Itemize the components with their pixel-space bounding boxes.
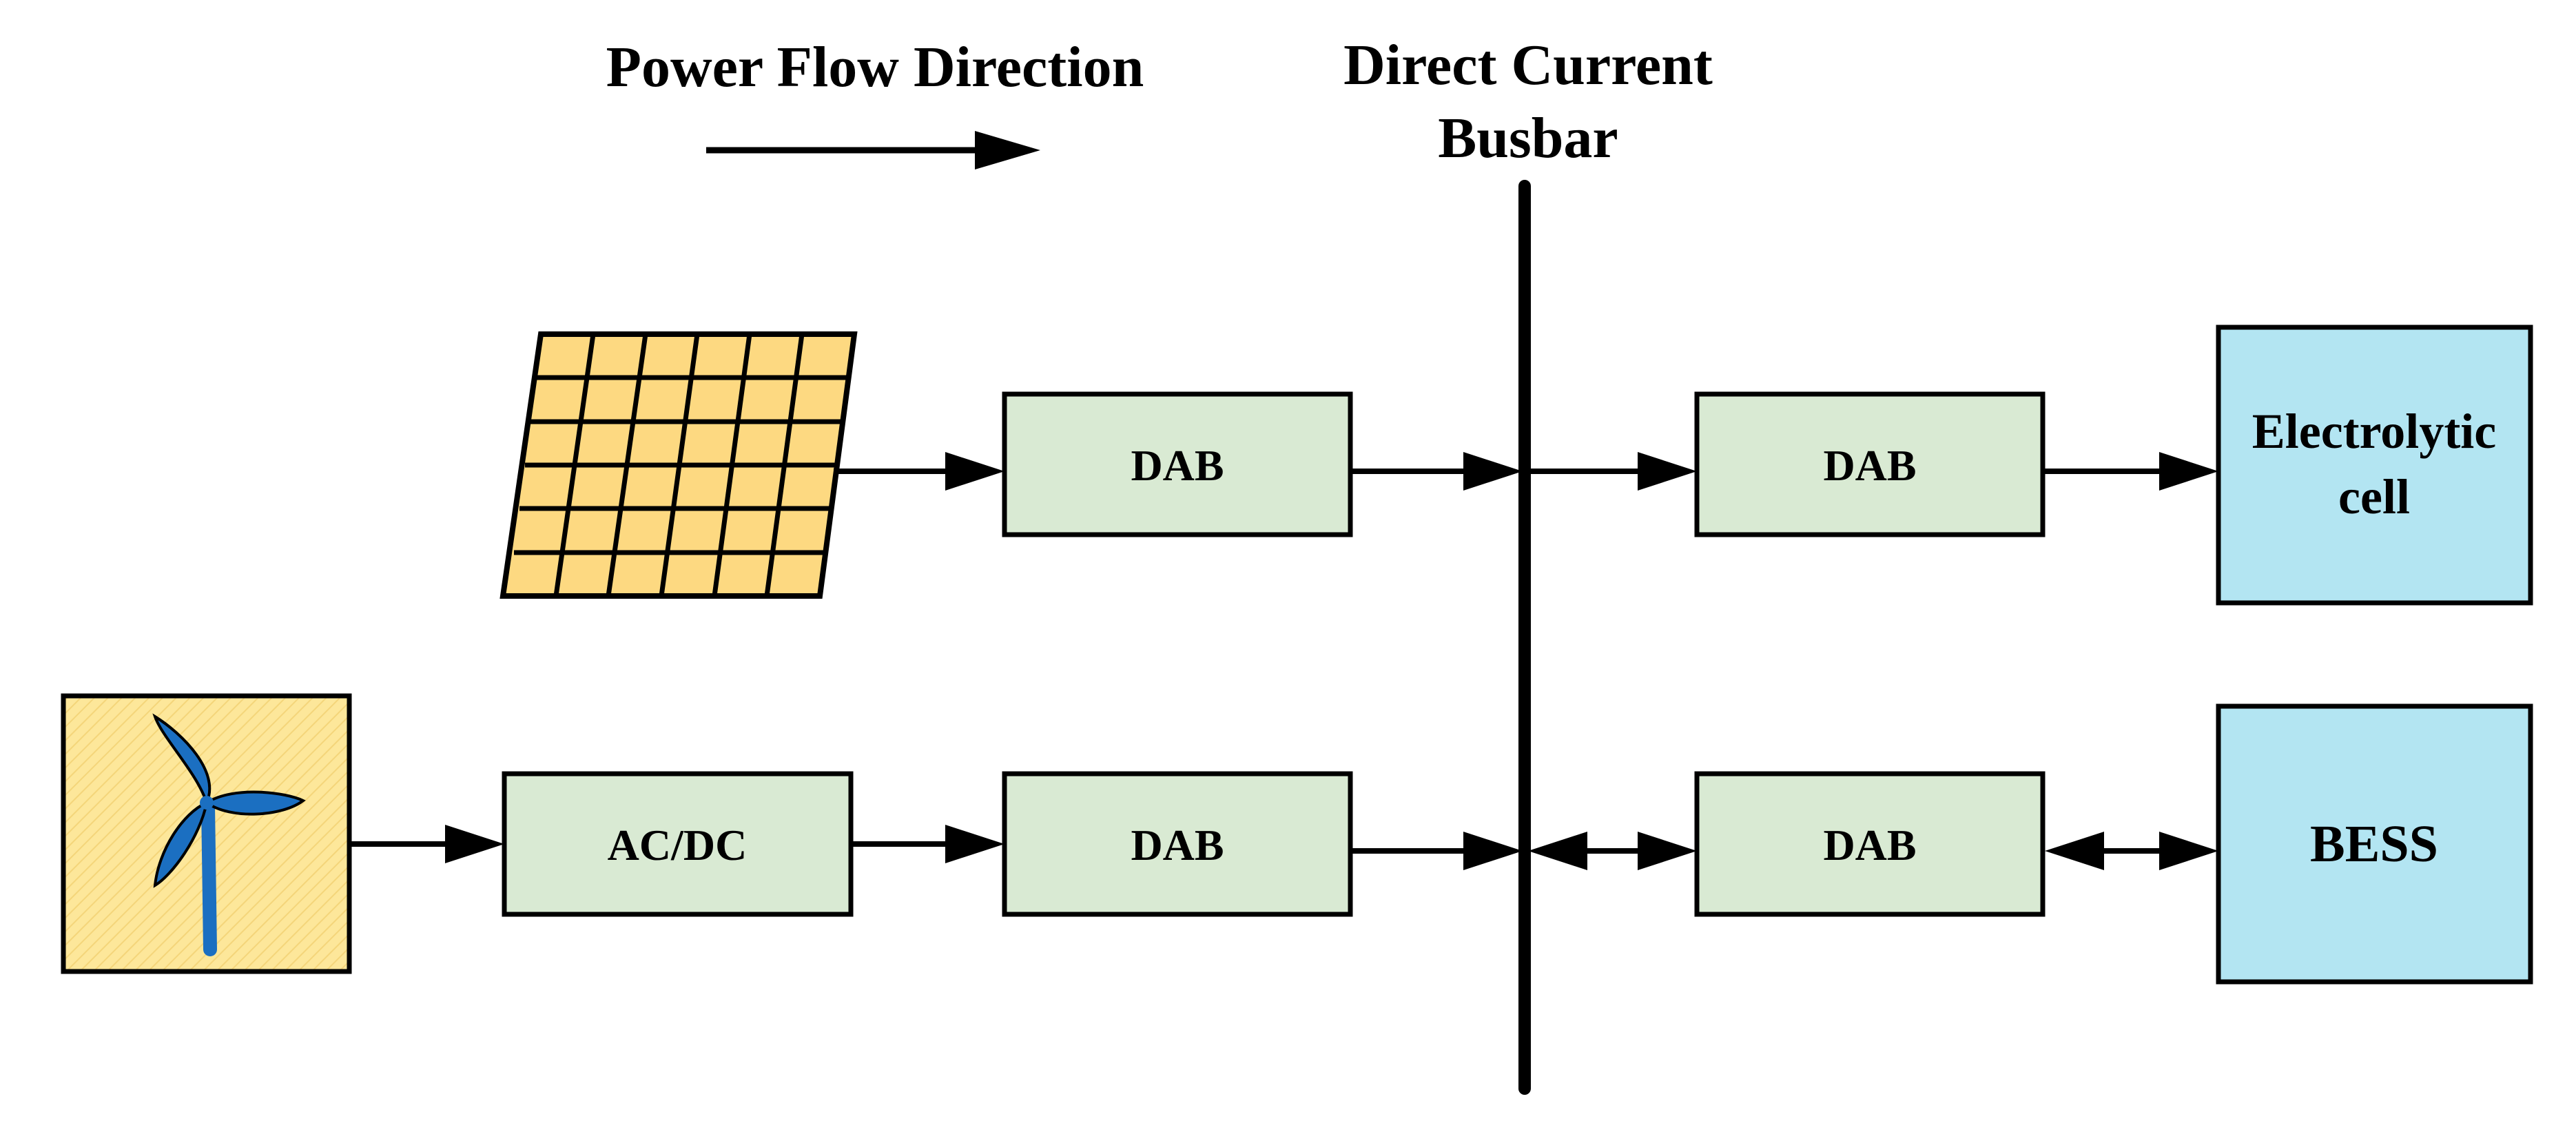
electrolytic-cell-box: [2216, 325, 2533, 606]
busbar-label-line1: Direct Current: [1343, 33, 1713, 97]
ac-dc-box: [502, 771, 854, 917]
electrolytic-cell-label-line2: cell: [2338, 469, 2410, 524]
power-flow-label: Power Flow Direction: [606, 35, 1144, 99]
bess-dab-label: DAB: [1823, 821, 1916, 870]
bidirectional-arrow-busbar-bess-dab: [1528, 832, 1697, 870]
electrolytic-cell-label-line1: Electrolytic: [2252, 404, 2497, 459]
pv-dab-label: DAB: [1131, 441, 1224, 490]
ac-dc-label: AC/DC: [608, 821, 748, 870]
wind-turbine-icon: [61, 693, 352, 974]
arrow-dab-to-electrolytic-cell: [2043, 452, 2218, 491]
ec-dab-label: DAB: [1823, 441, 1916, 490]
arrow-dab-to-busbar-bottom: [1350, 832, 1523, 870]
arrow-wind-to-ac-dc: [349, 825, 504, 863]
ec-dab-box: [1694, 391, 2046, 537]
bidirectional-arrow-dab-bess: [2045, 832, 2218, 870]
wind-dab-box: [1002, 771, 1353, 917]
arrow-busbar-to-ec-dab: [1525, 452, 1697, 491]
busbar-label-line2: Busbar: [1438, 106, 1618, 170]
bess-dab-box: [1694, 771, 2046, 917]
arrow-ac-dc-to-dab: [851, 825, 1004, 863]
bess-box: [2216, 703, 2533, 985]
power-flow-arrow: [706, 131, 1040, 169]
arrow-pv-to-dab: [834, 452, 1004, 491]
wind-dab-label: DAB: [1131, 821, 1224, 870]
pv-dab-box: [1002, 391, 1353, 537]
arrow-dab-to-busbar-top: [1350, 452, 1523, 491]
solar-panel-icon: [499, 331, 858, 599]
bess-label: BESS: [2310, 815, 2438, 873]
